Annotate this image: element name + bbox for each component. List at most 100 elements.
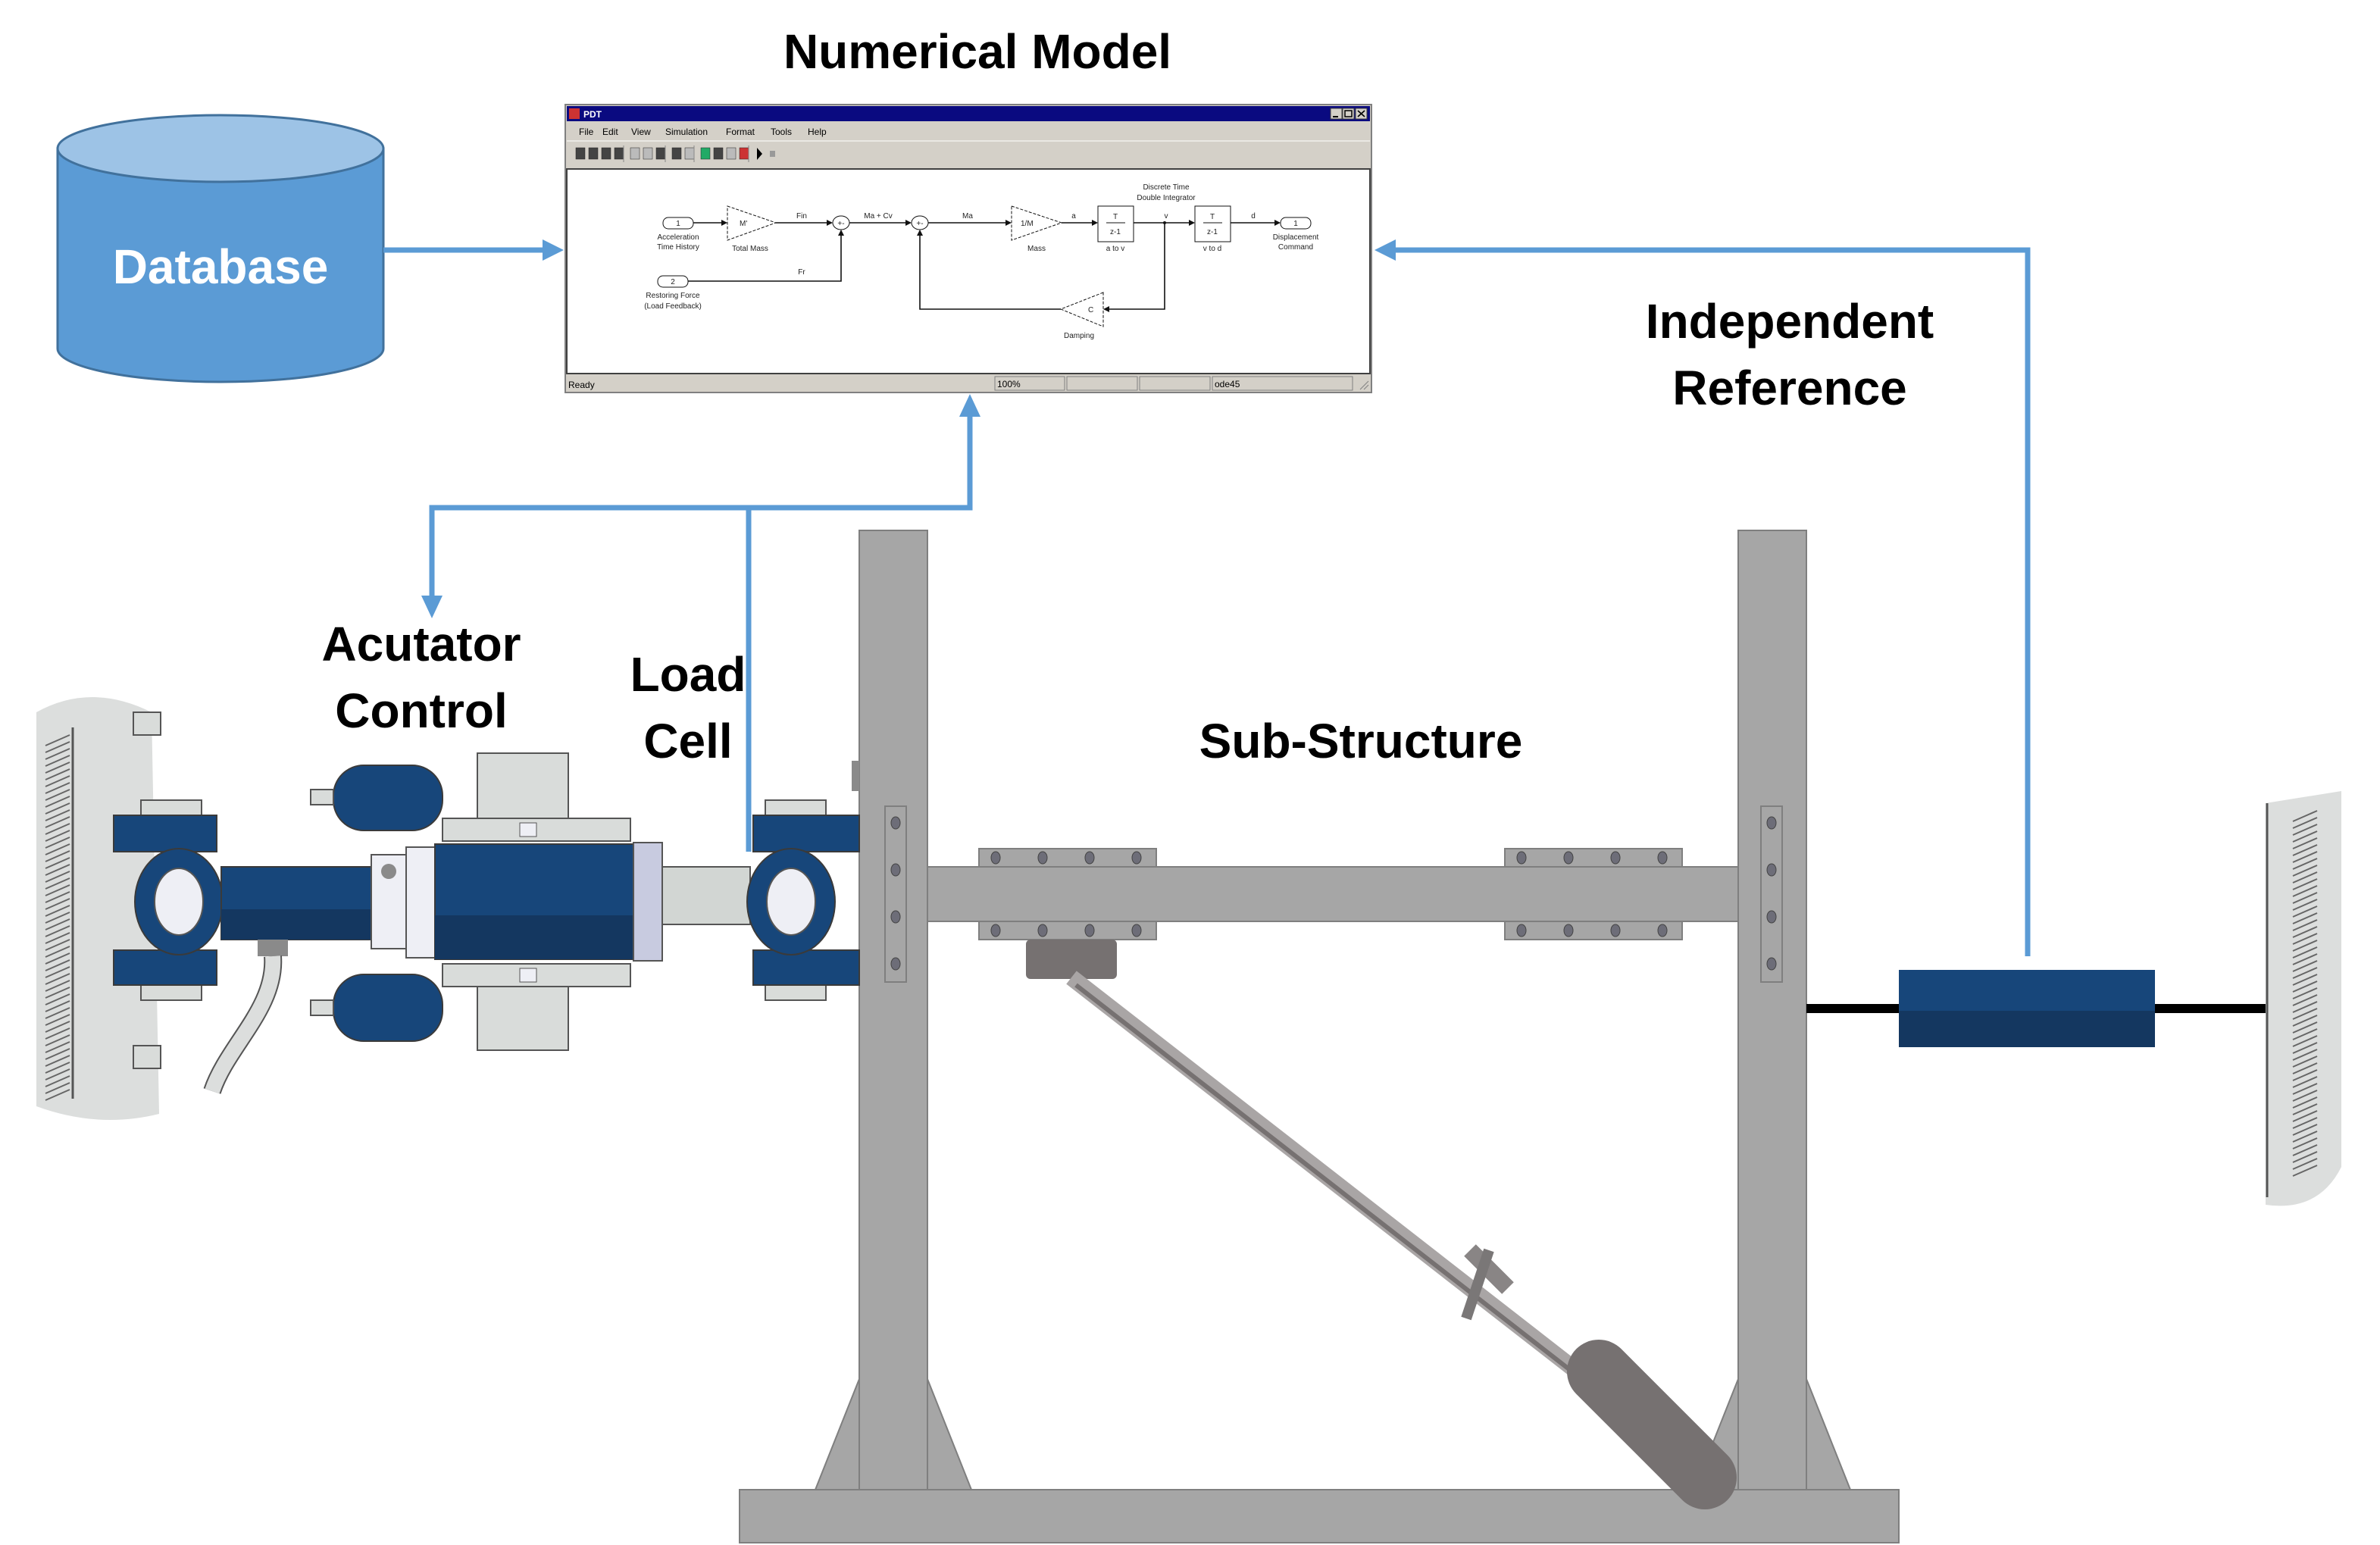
integrator-title-2: Double Integrator — [1137, 194, 1196, 202]
hatch-line — [2292, 1035, 2318, 1047]
print-icon[interactable] — [614, 147, 624, 160]
arrowhead-icon — [543, 239, 564, 261]
load-cell — [661, 866, 751, 925]
menu-simulation[interactable]: Simulation — [665, 127, 708, 137]
connection-plate — [978, 848, 1157, 868]
hatch-line — [2292, 1110, 2318, 1122]
menu-help[interactable]: Help — [808, 127, 827, 137]
menu-file[interactable]: File — [579, 127, 594, 137]
cut-icon[interactable] — [630, 147, 640, 160]
connection-plate — [1504, 848, 1683, 868]
library-icon[interactable] — [700, 147, 711, 160]
redo-icon[interactable] — [684, 147, 695, 160]
hatch-line — [45, 809, 70, 821]
connection-plate — [1504, 921, 1683, 940]
hatch-line — [45, 980, 70, 992]
model-canvas — [566, 168, 1371, 374]
hatch-line — [2292, 1021, 2318, 1034]
sum-1-signs: +- — [837, 220, 844, 228]
arrowhead-icon — [959, 394, 980, 417]
inport-2-number: 2 — [671, 278, 675, 286]
toolbar — [575, 145, 775, 162]
hatch-line — [45, 830, 70, 842]
copy-icon[interactable] — [643, 147, 653, 160]
load-cell-label-1: Load — [630, 647, 746, 702]
hatch-line — [2292, 830, 2318, 843]
hatch-line — [45, 925, 70, 937]
hatch-line — [45, 789, 70, 801]
model-browser-icon[interactable] — [713, 147, 724, 160]
menu-bar: File Edit View Simulation Format Tools H… — [579, 127, 827, 137]
step-icon[interactable] — [726, 147, 737, 160]
hatch-line — [45, 1007, 70, 1019]
bolt-icon — [1563, 851, 1574, 865]
hatch-line — [2292, 912, 2318, 924]
brace-damper-cylinder — [1567, 1340, 1737, 1509]
menu-view[interactable]: View — [631, 127, 651, 137]
inport-2-label-2: (Load Feedback) — [644, 302, 702, 311]
hatch-line — [45, 1034, 70, 1046]
integrator-title-1: Discrete Time — [1143, 183, 1190, 192]
maximize-button[interactable] — [1342, 108, 1355, 120]
accumulator-top — [333, 765, 443, 831]
bolt-icon — [890, 863, 901, 877]
gain-total-mass-value: M' — [740, 220, 747, 228]
menu-tools[interactable]: Tools — [771, 127, 792, 137]
hatch-line — [45, 755, 70, 767]
hatch-line — [2292, 817, 2318, 829]
menu-edit[interactable]: Edit — [602, 127, 618, 137]
hatch-line — [2292, 871, 2318, 884]
left-reaction-wall — [36, 697, 159, 1120]
undo-icon[interactable] — [671, 147, 682, 160]
hatch-line — [45, 741, 70, 753]
hatch-line — [2292, 1008, 2318, 1020]
hatch-line — [2292, 940, 2318, 952]
app-icon — [569, 108, 580, 119]
hatch-line — [45, 939, 70, 951]
hatch-line — [2292, 851, 2318, 863]
int1-num: T — [1113, 213, 1118, 221]
paste-icon[interactable] — [655, 147, 666, 160]
bolt-icon — [1657, 851, 1668, 865]
reaction-walls — [36, 697, 2341, 1206]
resize-grip-icon[interactable] — [1359, 380, 1369, 390]
minimize-button[interactable] — [1330, 108, 1343, 120]
bolt-icon — [1766, 910, 1777, 924]
bolt-icon — [1131, 924, 1142, 937]
int2-num: T — [1210, 213, 1215, 221]
menu-format[interactable]: Format — [726, 127, 755, 137]
hatch-line — [2292, 1042, 2318, 1054]
hatch-line — [45, 768, 70, 780]
load-cell-label-2: Cell — [643, 714, 732, 768]
bolt-icon — [1516, 924, 1527, 937]
bolt-icon — [1037, 851, 1048, 865]
close-button[interactable] — [1355, 108, 1368, 120]
new-icon[interactable] — [575, 147, 586, 160]
hatch-line — [2292, 987, 2318, 999]
hatch-line — [45, 796, 70, 808]
hatch-line — [45, 946, 70, 958]
int1-den: z-1 — [1110, 228, 1121, 236]
hatch-line — [45, 1089, 70, 1101]
signal-a: a — [1071, 212, 1076, 220]
inport-1-label-2: Time History — [657, 243, 699, 252]
stop-icon[interactable] — [770, 151, 775, 157]
save-icon[interactable] — [601, 147, 611, 160]
hatch-line — [2292, 865, 2318, 877]
hatch-line — [2292, 810, 2318, 822]
hatch-line — [45, 857, 70, 869]
hatch-line — [45, 1000, 70, 1012]
debug-icon[interactable] — [739, 147, 749, 160]
open-icon[interactable] — [588, 147, 599, 160]
independent-reference-label-1: Independent — [1646, 294, 1934, 349]
hatch-line — [45, 891, 70, 903]
start-icon[interactable] — [757, 148, 762, 160]
hatch-line — [45, 884, 70, 896]
sub-structure-frame — [739, 530, 1900, 1543]
actuator-control-label-2: Control — [335, 683, 508, 738]
column-bolt-strip — [884, 805, 907, 983]
bolt-icon — [1084, 851, 1095, 865]
right-column — [1737, 530, 1807, 1490]
hatch-line — [45, 912, 70, 924]
hatch-line — [2292, 980, 2318, 993]
